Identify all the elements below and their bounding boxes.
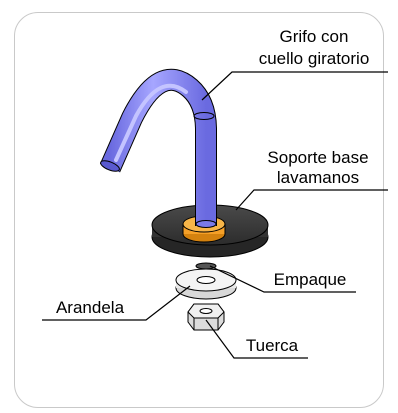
leader-washer [42, 285, 191, 321]
label-faucet-line2: cuello giratorio [259, 49, 370, 68]
label-faucet-line1: Grifo con [280, 27, 349, 46]
leader-gasket [209, 265, 356, 293]
faucet-spout [99, 68, 217, 228]
leader-nut [205, 319, 308, 359]
leader-base [235, 189, 388, 211]
label-washer: Arandela [56, 298, 125, 317]
leader-lines [42, 71, 388, 359]
leader-faucet [201, 71, 388, 101]
washer [175, 268, 237, 300]
label-base-line2: lavamanos [277, 168, 359, 187]
label-gasket: Empaque [274, 270, 347, 289]
nut [187, 303, 225, 331]
label-nut: Tuerca [246, 336, 299, 355]
label-base-line1: Soporte base [267, 148, 368, 167]
